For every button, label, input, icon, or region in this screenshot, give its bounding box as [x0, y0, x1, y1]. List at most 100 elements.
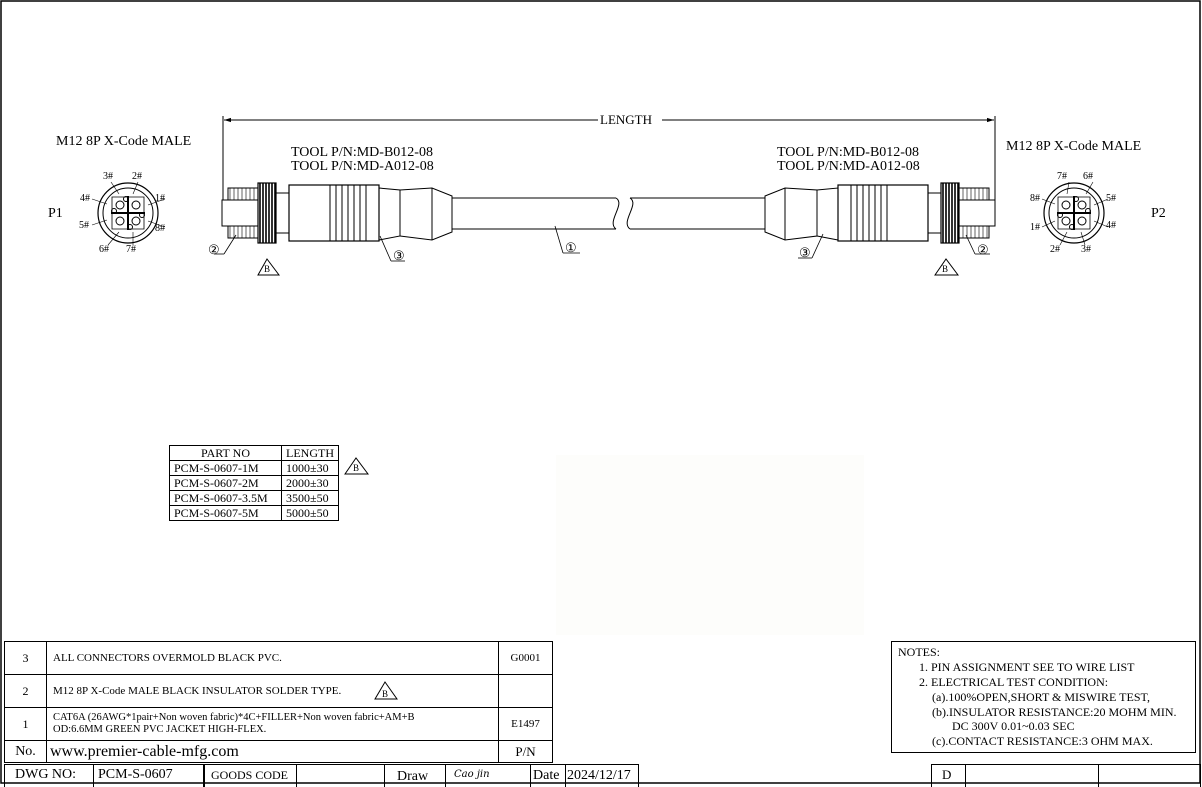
revision-mark-table: B	[353, 463, 360, 473]
right-connector	[764, 182, 996, 244]
p2-pin-6: 6#	[1083, 171, 1093, 182]
dwg-no-cell	[93, 764, 205, 787]
part-no-cell: PCM-S-0607-5M	[169, 505, 282, 521]
cable	[452, 197, 765, 230]
note-line: (a).100%OPEN,SHORT & MISWIRE TEST,	[932, 690, 1150, 704]
bom-pn: E1497	[498, 707, 553, 741]
callout-overmold-right: ③	[799, 245, 811, 260]
bom-item-no: 2	[4, 674, 47, 708]
bom-desc-cell: CAT6A (26AWG*1pair+Non woven fabric)*4C+…	[46, 707, 499, 741]
length-cell: 2000±30	[281, 475, 339, 491]
p1-pin-5: 5#	[79, 220, 89, 231]
bom-footer-pn: P/N	[498, 740, 553, 763]
length-cell: 5000±50	[281, 505, 339, 521]
p2-title: M12 8P X-Code MALE	[1006, 139, 1142, 154]
bom-footer-no: No.	[4, 740, 47, 763]
website-link[interactable]: www.premier-cable-mfg.com	[46, 740, 499, 763]
header-length: LENGTH	[281, 445, 339, 461]
bom-row: 3 ALL CONNECTORS OVERMOLD BLACK PVC. G00…	[4, 641, 553, 675]
callout-leaders	[214, 225, 990, 262]
p2-pin-8: 8#	[1030, 193, 1040, 204]
date-label-cell	[530, 764, 566, 787]
callout-overmold-left: ③	[393, 248, 405, 263]
length-dimension	[222, 116, 996, 200]
length-label: LENGTH	[600, 112, 652, 127]
bom-pn	[498, 674, 553, 708]
p1-pin-3: 3#	[103, 171, 113, 182]
length-cell: 1000±30	[281, 460, 339, 476]
p1-pin-2: 2#	[132, 171, 142, 182]
table-row: PCM-S-0607-3.5M 3500±50	[169, 490, 339, 506]
revision-block-cell	[965, 764, 1099, 787]
note-line: (c).CONTACT RESISTANCE:3 OHM MAX.	[932, 734, 1153, 748]
revision-triangle-table	[344, 457, 369, 475]
bom-table: 3 ALL CONNECTORS OVERMOLD BLACK PVC. G00…	[4, 641, 553, 763]
notes-box: NOTES: 1. PIN ASSIGNMENT SEE TO WIRE LIS…	[891, 641, 1196, 753]
p1-pin-7: 7#	[126, 244, 136, 255]
p2-pin-7: 7#	[1057, 171, 1067, 182]
drawer-signature: Cao jin	[454, 769, 490, 780]
draw-cell	[384, 764, 446, 787]
callout-insulator-left: ②	[208, 242, 220, 257]
header-part-no: PART NO	[169, 445, 282, 461]
length-cell: 3500±50	[281, 490, 339, 506]
title-block	[4, 764, 639, 787]
p2-pin-2: 2#	[1050, 244, 1060, 255]
p2-label: P2	[1151, 206, 1166, 221]
notes-title: NOTES:	[898, 645, 940, 659]
p2-pin-4: 4#	[1106, 220, 1116, 231]
p2-pin-3: 3#	[1081, 244, 1091, 255]
bom-item-no: 3	[4, 641, 47, 675]
table-row: PCM-S-0607-2M 2000±30	[169, 475, 339, 491]
draw-label: Draw	[397, 769, 429, 784]
tool-left-line-2: TOOL P/N:MD-A012-08	[291, 159, 434, 174]
part-length-table: PART NO LENGTH PCM-S-0607-1M 1000±30 PCM…	[169, 445, 339, 521]
bom-desc-line-2: OD:6.6MM GREEN PVC JACKET HIGH-FLEX.	[53, 724, 267, 735]
bom-row: 2 M12 8P X-Code MALE BLACK INSULATOR SOL…	[4, 674, 553, 708]
p1-label: P1	[48, 206, 63, 221]
callout-cable: ①	[565, 240, 577, 255]
callout-insulator-right: ②	[977, 242, 989, 257]
tool-left-line-1: TOOL P/N:MD-B012-08	[291, 145, 433, 160]
p1-pin-6: 6#	[99, 244, 109, 255]
p2-pin-1: 1#	[1030, 222, 1040, 233]
scan-shade	[556, 455, 864, 635]
revision-mark-bom: B	[382, 689, 389, 699]
p1-pin-face	[91, 181, 166, 246]
p1-title: M12 8P X-Code MALE	[56, 134, 192, 149]
revision-mark-left: B	[264, 264, 271, 274]
date-label: Date	[533, 768, 560, 783]
revision-triangle-left	[257, 258, 280, 276]
bom-desc: CAT6A (26AWG*1pair+Non woven fabric)*4C+…	[53, 712, 415, 723]
bom-desc: ALL CONNECTORS OVERMOLD BLACK PVC.	[46, 641, 499, 675]
tool-right-line-1: TOOL P/N:MD-B012-08	[777, 145, 919, 160]
bom-row: 1 CAT6A (26AWG*1pair+Non woven fabric)*4…	[4, 707, 553, 741]
table-header-row: PART NO LENGTH	[169, 445, 339, 461]
note-line: 1. PIN ASSIGNMENT SEE TO WIRE LIST	[919, 660, 1135, 674]
p1-pin-1: 1#	[155, 193, 165, 204]
goods-code-cell	[203, 764, 297, 787]
part-no-cell: PCM-S-0607-3.5M	[169, 490, 282, 506]
p1-pin-8: 8#	[155, 223, 165, 234]
p1-pin-4: 4#	[80, 193, 90, 204]
dwg-no-label: DWG NO:	[15, 767, 77, 782]
table-row: PCM-S-0607-1M 1000±30	[169, 460, 339, 476]
date-value: 2024/12/17	[567, 768, 631, 783]
bom-footer-row: No. www.premier-cable-mfg.com P/N	[4, 740, 553, 763]
note-line: DC 300V 0.01~0.03 SEC	[952, 719, 1075, 733]
bom-pn: G0001	[498, 641, 553, 675]
revision-triangle-right	[934, 258, 959, 276]
note-line: 2. ELECTRICAL TEST CONDITION:	[919, 675, 1109, 689]
p2-pin-5: 5#	[1106, 193, 1116, 204]
table-row: PCM-S-0607-5M 5000±50	[169, 505, 339, 521]
dwg-no-value: PCM-S-0607	[98, 767, 173, 782]
sheet-letter: D	[942, 767, 952, 782]
part-no-cell: PCM-S-0607-1M	[169, 460, 282, 476]
part-no-cell: PCM-S-0607-2M	[169, 475, 282, 491]
bom-desc-cell: M12 8P X-Code MALE BLACK INSULATOR SOLDE…	[46, 674, 499, 708]
p2-pin-face	[1041, 181, 1109, 246]
revision-mark-right: B	[942, 264, 949, 274]
goods-code-label: GOODS CODE	[211, 768, 289, 782]
